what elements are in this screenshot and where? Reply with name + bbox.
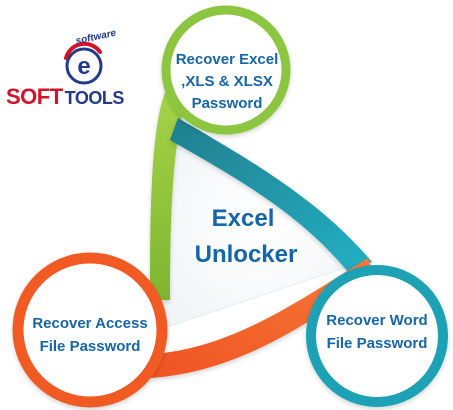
center-title-line2: Unlocker [195,241,298,268]
center-title-line1: Excel [212,205,275,232]
green-ribbon [150,86,190,300]
node-top-ring [161,5,291,135]
node-top-line3: Password [192,95,263,112]
node-top-line2: ,XLS & XLSX [181,73,273,90]
node-right-line1: Recover Word [326,312,427,329]
orange-ribbon [150,258,374,378]
node-right-line2: File Password [327,335,428,352]
logo-emblem-icon: e [64,41,103,85]
node-left-line2: File Password [40,338,141,355]
teal-ribbon [170,118,372,272]
logo-tools: TOOLS [64,88,125,108]
logo-soft: SOFT [6,84,63,109]
node-right-ring [306,265,448,407]
node-top-line1: Recover Excel [176,51,279,68]
logo-letter: e [77,53,90,80]
node-left-line1: Recover Access [32,315,147,332]
node-left-ring [12,252,168,408]
